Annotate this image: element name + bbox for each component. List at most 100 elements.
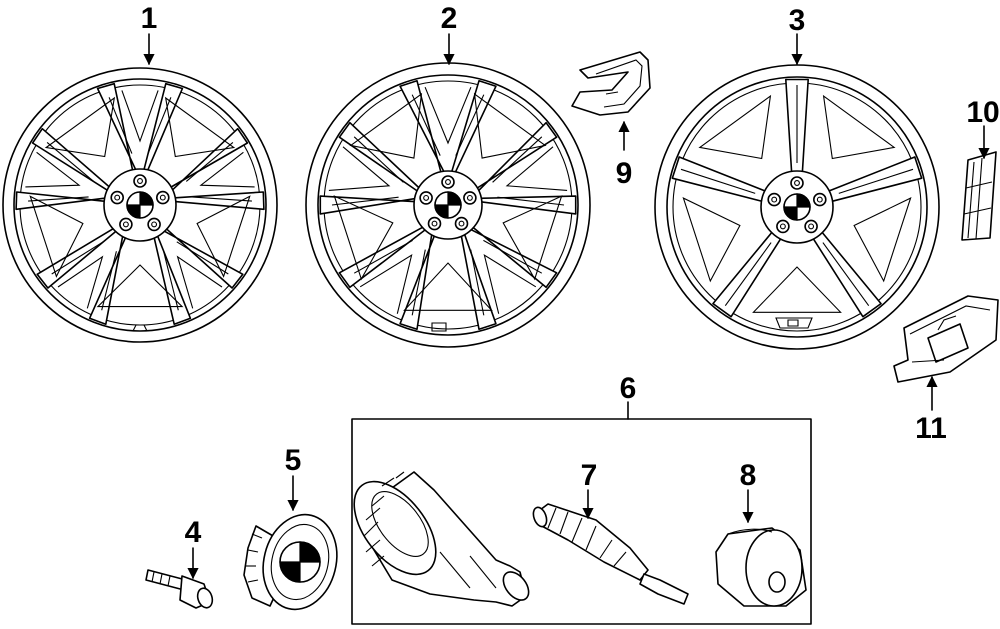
wheel-window xyxy=(698,94,772,160)
part-10-weight-strip xyxy=(961,151,997,241)
part-7-valve-stem xyxy=(532,503,689,605)
lug-bolt xyxy=(454,216,469,231)
wheel-spoke-web xyxy=(483,254,537,314)
wheel-window xyxy=(822,94,896,160)
wheel-spoke-web xyxy=(505,146,568,191)
wheel-window xyxy=(682,197,741,283)
wheel-window xyxy=(853,197,912,283)
callout-8: 8 xyxy=(740,459,757,492)
wheel-spoke-ridge xyxy=(838,168,914,194)
callout-3: 3 xyxy=(789,4,806,37)
part-11-bracket xyxy=(893,295,999,383)
lug-bolt-center xyxy=(423,194,430,201)
wheel-spoke-ridge xyxy=(680,168,756,194)
wheel-window xyxy=(44,96,116,158)
wheel-1 xyxy=(2,67,278,343)
wheel-spoke xyxy=(811,230,882,318)
lug-bolt-center xyxy=(122,221,129,228)
wheel-spoke xyxy=(826,156,923,203)
wheel-window xyxy=(403,262,493,311)
lug-bolt-center xyxy=(137,178,143,184)
wheel-spoke xyxy=(671,156,768,203)
lug-bolt xyxy=(156,190,170,205)
wheel-window xyxy=(333,195,394,281)
wheel-spoke-ridge xyxy=(822,242,870,307)
lug-bolt-center xyxy=(808,223,815,230)
callout-5: 5 xyxy=(285,444,302,477)
part-4-wheel-bolt xyxy=(145,569,214,609)
wheel-window xyxy=(96,264,184,308)
callout-6: 6 xyxy=(620,372,637,405)
wheel-spoke-web xyxy=(359,254,413,314)
wheel-spoke-web xyxy=(176,255,223,309)
wheel-spoke-web xyxy=(199,151,255,188)
callout-1: 1 xyxy=(141,2,158,35)
wheel-spoke-ridge xyxy=(411,94,441,156)
lug-bolt xyxy=(804,219,818,234)
lug-bolt-center xyxy=(816,196,823,203)
wheel-spoke-ridge xyxy=(331,196,399,206)
callout-10: 10 xyxy=(966,96,999,129)
lug-bolt xyxy=(812,192,827,207)
wheel-2 xyxy=(305,62,591,348)
wheel-spoke xyxy=(450,80,497,175)
wheel-spoke-web xyxy=(25,151,81,188)
lug-bolt-center xyxy=(771,196,778,203)
lug-bolt-center xyxy=(431,220,438,227)
wheel-window xyxy=(196,195,251,278)
lug-bolt xyxy=(133,174,147,188)
lug-bolt-center xyxy=(466,194,473,201)
lug-bolt xyxy=(119,217,133,232)
wheel-spoke-web xyxy=(121,90,159,143)
wheel-spoke-ridge xyxy=(492,136,543,183)
callout-9: 9 xyxy=(616,157,633,190)
wheel-spoke-ridge xyxy=(497,196,565,206)
wheel-spoke-ridge xyxy=(470,249,485,316)
wheel-window xyxy=(752,266,842,313)
wheel-spoke xyxy=(399,80,446,175)
part-8-valve-cap xyxy=(715,527,807,607)
callout-11: 11 xyxy=(915,412,947,445)
wheel-window xyxy=(502,195,563,281)
part-5-center-cap xyxy=(243,513,338,611)
lug-bolt xyxy=(427,216,442,231)
lug-bolt xyxy=(419,191,433,205)
wheel-spoke-ridge xyxy=(353,136,404,183)
wheel-spoke-ridge xyxy=(724,242,772,307)
lug-bolt xyxy=(463,191,477,205)
lug-bolt-center xyxy=(779,223,786,230)
wheel-3 xyxy=(654,64,940,350)
lug-bolt-center xyxy=(458,220,465,227)
lug-bolt-center xyxy=(159,194,166,201)
wheel-spoke-ridge xyxy=(483,239,543,274)
lug-bolt-center xyxy=(114,194,121,201)
wheel-spoke-ridge xyxy=(353,239,413,274)
part-9-balance-weight xyxy=(571,51,651,116)
wheel-spoke xyxy=(153,233,192,325)
lug-bolt xyxy=(110,190,124,205)
wheel-spoke-web xyxy=(424,86,472,145)
wheel-window xyxy=(29,195,84,278)
wheel-spoke xyxy=(142,82,184,173)
wheel-spoke xyxy=(168,127,249,192)
part-6-tire-pressure-sensor xyxy=(353,471,530,607)
wheel-window xyxy=(349,92,423,159)
lug-bolt xyxy=(767,192,782,207)
lug-bolt xyxy=(441,175,455,189)
wheel-spoke-web xyxy=(57,255,104,309)
lug-bolt xyxy=(776,219,790,234)
leader-arrows xyxy=(143,33,990,580)
wheel-window xyxy=(164,96,236,158)
wheel-spoke xyxy=(96,82,138,173)
lug-bolt-center xyxy=(151,221,158,228)
part-6-kit-box xyxy=(351,418,812,625)
lug-bolt xyxy=(790,176,804,190)
wheel-spoke xyxy=(712,230,783,318)
callout-4: 4 xyxy=(185,516,202,549)
wheel-spoke-ridge xyxy=(411,249,426,316)
lug-bolt xyxy=(147,217,161,232)
lug-bolt-center xyxy=(794,180,800,186)
wheel-spoke-ridge xyxy=(455,94,485,156)
